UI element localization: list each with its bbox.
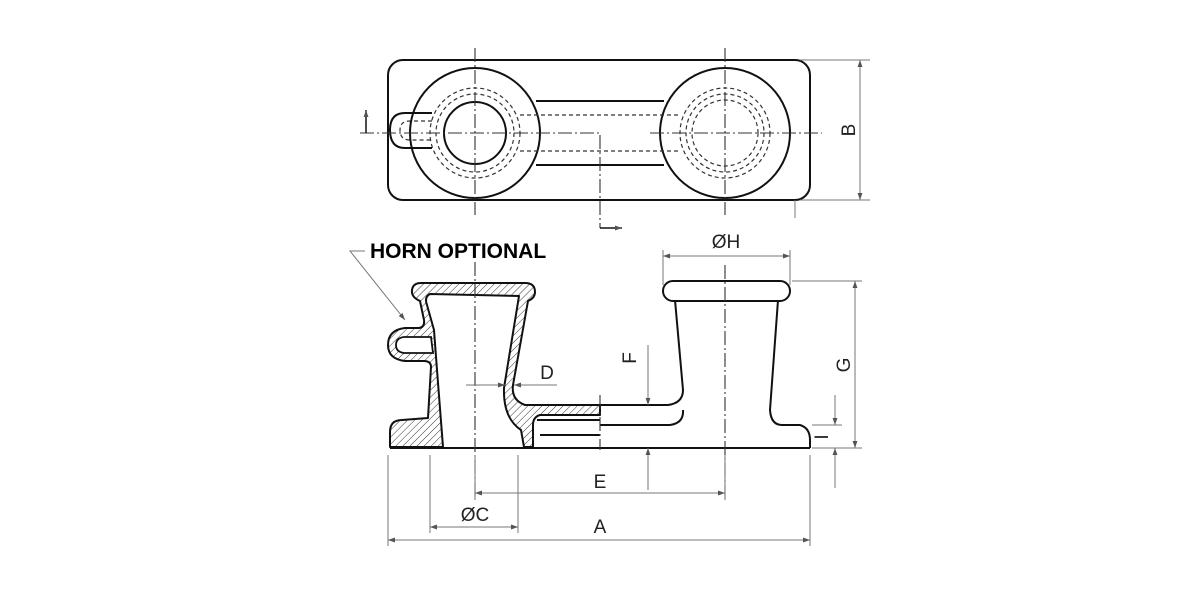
horn-lug [389, 112, 432, 149]
right-post [769, 299, 811, 448]
side-view: HORN OPTIONAL ØH G I F D E ØC [348, 232, 862, 546]
dim-label-g: G [834, 358, 855, 373]
right-upper-plate [600, 299, 684, 406]
right-post-cap [662, 280, 791, 302]
left-bitt-section [387, 282, 601, 448]
horn-leader [348, 250, 406, 321]
base-plate-outline [387, 59, 811, 201]
dim-label-c: ØC [461, 505, 490, 526]
top-view: B [360, 48, 870, 231]
section-line [360, 132, 601, 228]
dim-label-b: B [839, 124, 860, 137]
dim-label-a: A [594, 517, 607, 538]
dim-label-e: E [594, 472, 607, 493]
dim-label-h: ØH [712, 232, 741, 253]
dim-label-i: I [812, 434, 833, 439]
horn-interior [395, 336, 435, 354]
dim-label-d: D [540, 363, 554, 384]
horn-optional-label: HORN OPTIONAL [370, 240, 546, 263]
dim-label-f: F [620, 352, 641, 364]
